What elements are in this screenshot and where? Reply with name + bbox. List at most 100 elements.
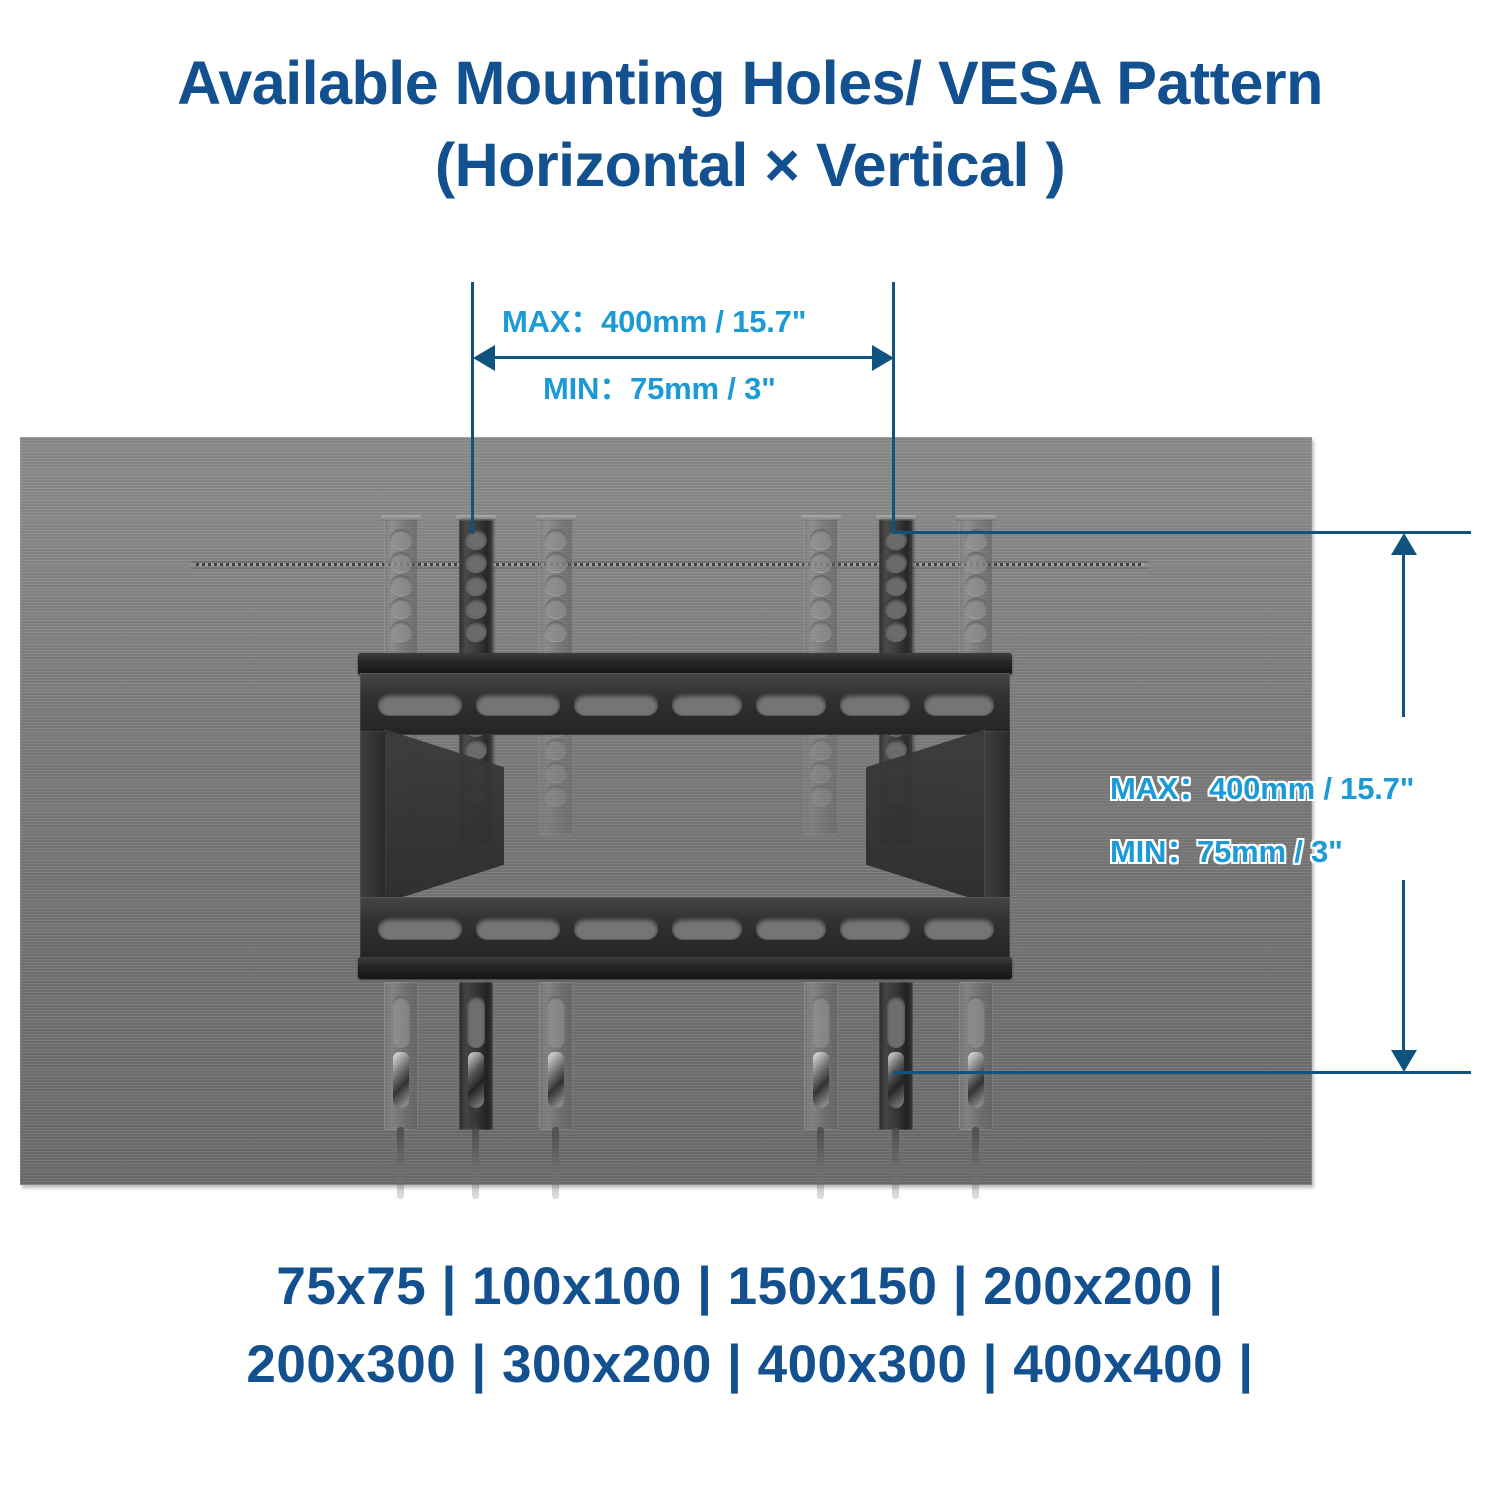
rail-hole [465, 575, 487, 595]
bracket-slot [672, 693, 742, 715]
rail-hole [965, 552, 987, 572]
bracket-slot [574, 693, 658, 715]
mount-arm-tail-1 [397, 1127, 404, 1199]
rail-cap-icon [956, 515, 996, 521]
rail-cap-icon [801, 515, 841, 521]
rail-hole [885, 739, 907, 759]
tv-wall-mount-bracket [358, 653, 1012, 979]
bracket-slot [476, 693, 560, 715]
mount-rail-upper-5 [876, 515, 916, 654]
bracket-left-side [360, 731, 386, 901]
vesa-pattern-list: 75x75 | 100x100 | 150x150 | 200x200 | 20… [0, 1248, 1500, 1404]
page-title: Available Mounting Holes/ VESA Pattern (… [0, 46, 1500, 202]
rail-hole [885, 552, 907, 572]
rail-hole [465, 739, 487, 759]
rail-hole [545, 762, 567, 782]
rail-cap-icon [381, 515, 421, 521]
rail-hole [545, 785, 567, 805]
vertical-dim-arrow-top [1391, 533, 1417, 555]
bracket-slot [924, 693, 994, 715]
rail-hole [545, 575, 567, 595]
mount-arm-tail-3 [552, 1127, 559, 1199]
arm-slot [467, 996, 485, 1048]
bracket-slot [574, 917, 658, 939]
bracket-bottom-lip [358, 957, 1012, 979]
rail-hole [545, 598, 567, 618]
rail-hole [965, 598, 987, 618]
mount-rail-upper-2 [456, 515, 496, 654]
horizontal-dim-arrow-right [872, 345, 894, 371]
rail-hole [545, 552, 567, 572]
rail-hole [390, 598, 412, 618]
arm-hook-icon [393, 1052, 409, 1108]
bracket-slot [756, 917, 826, 939]
mount-rail-upper-3 [536, 515, 576, 654]
rail-hole [390, 575, 412, 595]
arm-hook-icon [468, 1052, 484, 1108]
horizontal-dim-axis-line [478, 356, 886, 359]
rail-hole [965, 529, 987, 549]
rail-cap-icon [456, 515, 496, 521]
bracket-slot [924, 917, 994, 939]
arm-hook-icon [548, 1052, 564, 1108]
vertical-dim-axis-line-upper [1402, 552, 1405, 717]
rail-hole [465, 621, 487, 641]
mount-arm-tail-6 [972, 1127, 979, 1199]
mount-arm-4 [804, 982, 838, 1130]
vertical-dim-max-label: MAX：400mm / 15.7" [1110, 771, 1415, 806]
arm-hook-icon [888, 1052, 904, 1108]
arm-hook-icon [968, 1052, 984, 1108]
mount-rail-upper-6 [956, 515, 996, 654]
rail-hole [390, 621, 412, 641]
rail-hole [810, 785, 832, 805]
rail-hole [465, 598, 487, 618]
bracket-left-wing [384, 729, 504, 903]
arm-slot [392, 996, 410, 1048]
vertical-dim-arrow-bottom [1391, 1050, 1417, 1072]
mount-rail-upper-1 [381, 515, 421, 654]
mount-arm-tail-2 [472, 1127, 479, 1199]
mount-arm-2 [459, 982, 493, 1130]
bracket-top-bar [360, 673, 1010, 735]
rail-cap-icon [876, 515, 916, 521]
bracket-slot [840, 693, 910, 715]
rail-cap-icon [536, 515, 576, 521]
mount-arm-3 [539, 982, 573, 1130]
rail-hole [390, 552, 412, 572]
vertical-dim-min-label: MIN：75mm / 3" [1110, 834, 1343, 869]
rail-hole [465, 552, 487, 572]
page-title-line-2: (Horizontal × Vertical ) [434, 131, 1066, 199]
bracket-right-wing [866, 729, 986, 903]
arm-slot [967, 996, 985, 1048]
horizontal-dim-arrow-left [473, 345, 495, 371]
horizontal-dim-leader-right [892, 282, 895, 534]
vesa-pattern-row-2: 200x300 | 300x200 | 400x300 | 400x400 | [246, 1335, 1254, 1394]
rail-hole [965, 621, 987, 641]
rail-hole [810, 575, 832, 595]
vertical-dim-leader-bottom [893, 1071, 1471, 1074]
rail-hole [965, 575, 987, 595]
mount-arm-1 [384, 982, 418, 1130]
rail-hole [885, 575, 907, 595]
bracket-bottom-bar [360, 897, 1010, 959]
rail-hole [545, 529, 567, 549]
bracket-slot [476, 917, 560, 939]
rail-hole [810, 739, 832, 759]
arm-slot [887, 996, 905, 1048]
rail-hole [810, 621, 832, 641]
bracket-slot [378, 693, 462, 715]
arm-slot [547, 996, 565, 1048]
vesa-pattern-row-1: 75x75 | 100x100 | 150x150 | 200x200 | [276, 1257, 1224, 1316]
rail-hole [810, 552, 832, 572]
rail-hole [885, 598, 907, 618]
bracket-top-lip [358, 653, 1012, 675]
bracket-right-side [984, 731, 1010, 901]
rail-hole [810, 762, 832, 782]
mount-rail-upper-4 [801, 515, 841, 654]
mount-arm-tail-4 [817, 1127, 824, 1199]
rail-hole [810, 529, 832, 549]
vertical-dim-axis-line-lower [1402, 880, 1405, 1060]
bracket-slot [672, 917, 742, 939]
horizontal-dim-leader-left [471, 282, 474, 534]
